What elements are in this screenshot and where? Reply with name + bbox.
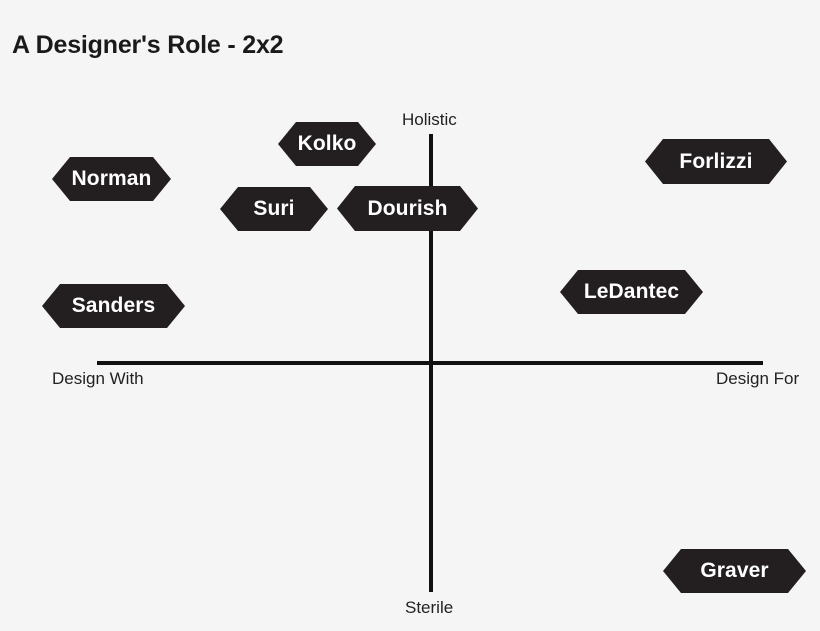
node-dourish[interactable]: Dourish (337, 186, 478, 231)
node-suri[interactable]: Suri (220, 187, 328, 231)
node-label: Dourish (367, 196, 448, 220)
node-sanders[interactable]: Sanders (42, 284, 185, 328)
node-graver[interactable]: Graver (663, 549, 806, 593)
node-kolko[interactable]: Kolko (278, 122, 376, 166)
axis-label-design-for: Design For (716, 369, 800, 388)
node-label: Sanders (71, 294, 156, 317)
page-title: A Designer's Role - 2x2 (12, 31, 284, 59)
node-label: Suri (253, 197, 295, 220)
node-label: Norman (71, 167, 152, 190)
axis-label-sterile: Sterile (405, 598, 454, 617)
vertical-axis-line (429, 134, 433, 592)
node-label: LeDantec (583, 280, 680, 303)
axis-label-design-with: Design With (52, 369, 144, 388)
node-forlizzi[interactable]: Forlizzi (645, 139, 787, 184)
axis-label-holistic: Holistic (402, 110, 457, 129)
node-label: Graver (700, 559, 769, 582)
node-ledantec[interactable]: LeDantec (560, 270, 703, 314)
node-label: Kolko (297, 132, 357, 155)
node-norman[interactable]: Norman (52, 157, 171, 201)
node-label: Forlizzi (679, 149, 753, 173)
